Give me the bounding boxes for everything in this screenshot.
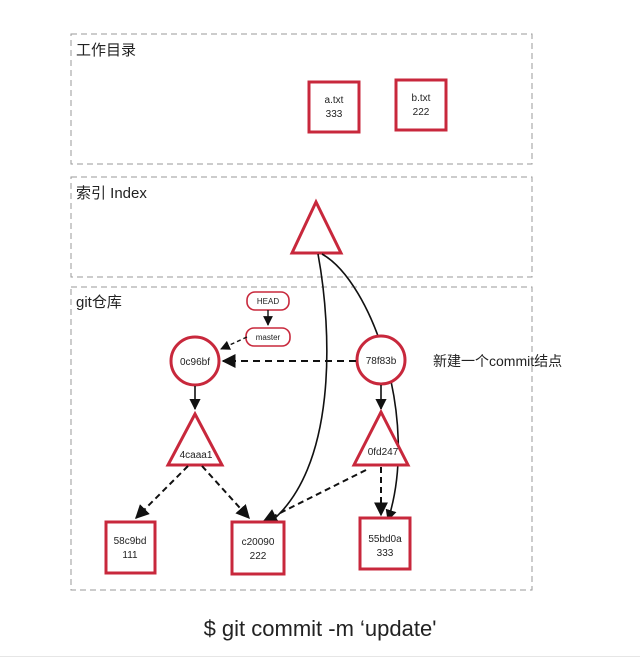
tree-new-to-blob-c20090-edge bbox=[262, 469, 367, 522]
blob-c20090: c20090 222 bbox=[230, 520, 286, 576]
head-ref: HEAD bbox=[246, 291, 290, 311]
working-file-b-content: 222 bbox=[413, 107, 430, 118]
working-file-a-name: a.txt bbox=[325, 95, 344, 106]
command-caption: $ git commit -m ‘update' bbox=[204, 616, 437, 641]
bottom-divider bbox=[0, 656, 640, 657]
master-to-commit-edge bbox=[220, 336, 248, 350]
working-file-a-content: 333 bbox=[326, 109, 343, 120]
working-directory-label: 工作目录 bbox=[76, 42, 136, 59]
working-file-b: b.txt 222 bbox=[394, 78, 448, 132]
index-region bbox=[70, 176, 533, 278]
master-ref: master bbox=[245, 327, 291, 347]
commit-old: 0c96bf bbox=[169, 335, 221, 387]
working-file-b-name: b.txt bbox=[412, 93, 431, 104]
master-ref-label: master bbox=[256, 333, 281, 342]
commit-old-hash: 0c96bf bbox=[180, 357, 210, 368]
working-directory-region bbox=[70, 33, 533, 165]
blob-58c9bd: 58c9bd 111 bbox=[104, 520, 157, 575]
blob-58c9bd-content: 111 bbox=[122, 550, 138, 561]
index-to-blob-c20090-edge bbox=[267, 253, 328, 525]
head-ref-label: HEAD bbox=[257, 297, 279, 306]
working-file-a: a.txt 333 bbox=[307, 80, 361, 134]
blob-c20090-content: 222 bbox=[250, 551, 267, 562]
tree-old-to-blob-58c9bd-edge bbox=[135, 465, 189, 519]
tree-old-hash: 4caaa1 bbox=[180, 450, 213, 461]
index-tree-triangle bbox=[289, 198, 344, 255]
blob-55bd0a: 55bd0a 333 bbox=[358, 516, 412, 571]
new-commit-annotation: 新建一个commit结点 bbox=[433, 353, 562, 369]
blob-55bd0a-content: 333 bbox=[377, 548, 394, 559]
tree-new-hash: 0fd247 bbox=[368, 447, 399, 458]
repository-region bbox=[70, 286, 533, 591]
commit-new-hash: 78f83b bbox=[366, 356, 397, 367]
index-label: 索引 Index bbox=[76, 185, 147, 202]
commit-new: 78f83b bbox=[355, 334, 407, 386]
tree-old: 4caaa1 bbox=[165, 410, 225, 467]
repository-label: git仓库 bbox=[76, 294, 122, 311]
tree-new: 0fd247 bbox=[351, 408, 411, 467]
index-to-blob-55bd0a-edge bbox=[321, 253, 400, 522]
blob-c20090-hash: c20090 bbox=[242, 537, 275, 548]
blob-58c9bd-hash: 58c9bd bbox=[114, 536, 147, 547]
blob-55bd0a-hash: 55bd0a bbox=[368, 534, 402, 545]
tree-old-to-blob-c20090-edge bbox=[201, 465, 250, 520]
